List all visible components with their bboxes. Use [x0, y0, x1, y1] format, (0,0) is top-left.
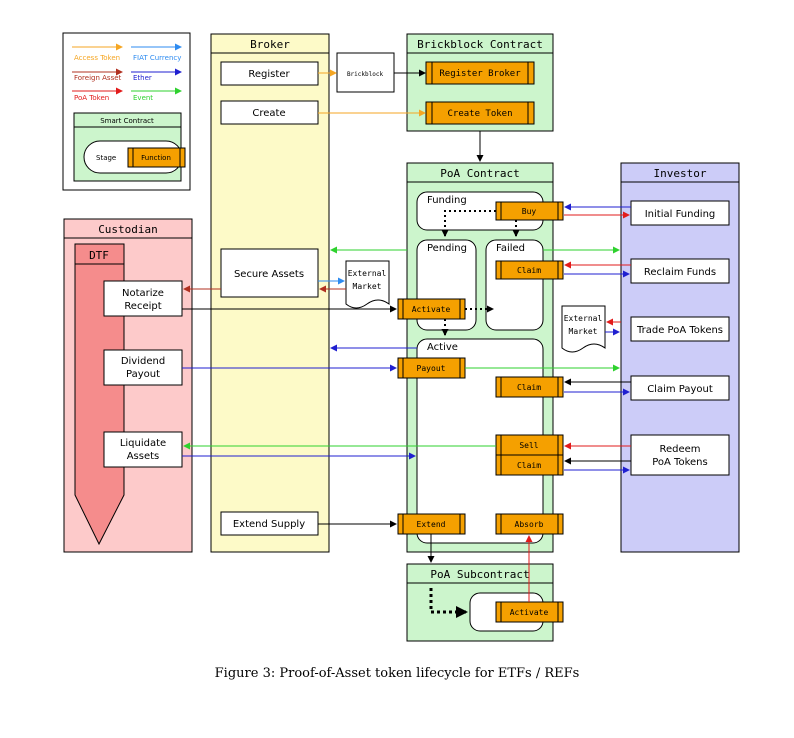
- trade-poa-label: Trade PoA Tokens: [636, 325, 723, 336]
- create-token-label: Create Token: [447, 109, 512, 119]
- custodian-title: Custodian: [98, 223, 158, 236]
- claim-active-label: Claim: [517, 383, 541, 392]
- legend: Access Token FIAT Currency Foreign Asset…: [62, 32, 191, 191]
- brickblock-contract: Brickblock Contract Register Broker Crea…: [406, 33, 554, 132]
- brickblock-title: Brickblock Contract: [417, 38, 543, 51]
- trade-poa-box: [630, 316, 730, 342]
- register-label: Register: [248, 69, 290, 80]
- claim-redeem-label: Claim: [517, 461, 541, 470]
- redeem-line2: PoA Tokens: [652, 457, 707, 468]
- absorb-function: Absorb: [495, 513, 564, 535]
- payout-label: Payout: [417, 364, 446, 373]
- claim-payout-label: Claim Payout: [647, 384, 713, 395]
- ext-market-right-2: Market: [569, 327, 598, 336]
- poa-subcontract: PoA Subcontract Activate: [406, 563, 564, 642]
- subcontract-title: PoA Subcontract: [430, 568, 529, 581]
- sub-activate-label: Activate: [510, 608, 549, 617]
- activate-function: Activate: [397, 298, 466, 320]
- secure-assets-label: Secure Assets: [234, 269, 304, 280]
- liquidate-assets-box: [103, 431, 183, 468]
- ext-market-right-1: External: [564, 314, 603, 323]
- failed-label: Failed: [496, 243, 525, 254]
- poa-title: PoA Contract: [440, 167, 519, 180]
- buy-function: Buy: [495, 201, 564, 221]
- legend-foreign-asset: Foreign Asset: [74, 74, 122, 82]
- ext-market-left-2: Market: [353, 282, 382, 291]
- broker-panel: Broker Register Create Secure Assets Ext…: [210, 33, 330, 553]
- liquidate-line2: Assets: [127, 451, 160, 462]
- payout-function: Payout: [397, 357, 466, 379]
- register-broker-function: [425, 61, 535, 85]
- legend-function: Function: [141, 154, 171, 162]
- claim-failed-label: Claim: [517, 266, 541, 275]
- legend-poa-token: PoA Token: [74, 94, 109, 102]
- initial-funding-box: [630, 200, 730, 226]
- investor-panel: Investor Initial Funding Reclaim Funds T…: [620, 162, 740, 553]
- active-label: Active: [427, 342, 458, 353]
- create-label: Create: [252, 108, 285, 119]
- notarize-line2: Receipt: [124, 301, 161, 312]
- reclaim-funds-label: Reclaim Funds: [644, 267, 716, 278]
- claim-failed-function: Claim: [495, 260, 564, 280]
- absorb-label: Absorb: [515, 520, 544, 529]
- external-market-left: External Market: [345, 260, 390, 309]
- custodian-panel: Custodian DTF Notarize Receipt Dividend …: [63, 218, 193, 553]
- sub-activate-function: Activate: [495, 601, 564, 623]
- dividend-line1: Dividend: [121, 356, 165, 367]
- notarize-line1: Notarize: [122, 288, 164, 299]
- legend-stage: Stage: [96, 154, 116, 162]
- secure-assets-box: [220, 248, 319, 298]
- create-token-function: [425, 101, 535, 125]
- legend-ether: Ether: [133, 74, 152, 82]
- ext-market-left-1: External: [348, 269, 387, 278]
- legend-smart-contract: Smart Contract: [100, 117, 154, 125]
- figure-caption: Figure 3: Proof-of-Asset token lifecycle…: [215, 666, 580, 681]
- initial-funding-label: Initial Funding: [645, 209, 716, 220]
- dividend-line2: Payout: [126, 369, 160, 380]
- redeem-box: [630, 434, 730, 476]
- reclaim-funds-box: [630, 258, 730, 284]
- buy-label: Buy: [522, 207, 537, 216]
- claim-payout-box: [630, 375, 730, 401]
- funding-label: Funding: [427, 195, 467, 206]
- register-broker-label: Register Broker: [439, 69, 521, 79]
- extend-supply-label: Extend Supply: [233, 519, 305, 530]
- broker-title: Broker: [250, 38, 290, 51]
- activate-label: Activate: [412, 305, 451, 314]
- sell-function: Sell: [495, 434, 564, 456]
- legend-event: Event: [133, 94, 153, 102]
- poa-contract: PoA Contract Funding Pending Failed Acti…: [397, 162, 564, 553]
- claim-redeem-function: Claim: [495, 454, 564, 476]
- dtf-label: DTF: [89, 249, 109, 262]
- extend-label: Extend: [417, 520, 446, 529]
- liquidate-line1: Liquidate: [120, 438, 166, 449]
- legend-fiat-currency: FIAT Currency: [133, 54, 181, 62]
- redeem-line1: Redeem: [659, 444, 700, 455]
- brickblock-box-label: Brickblock: [347, 71, 384, 78]
- extend-function: Extend: [397, 513, 466, 535]
- claim-active-function: Claim: [495, 376, 564, 398]
- connector-arrows: [182, 69, 631, 602]
- external-market-right: External Market: [561, 305, 606, 353]
- sell-label: Sell: [519, 441, 538, 450]
- brickblock-box: [336, 52, 395, 93]
- legend-access-token: Access Token: [74, 54, 120, 62]
- notarize-receipt-box: [103, 280, 183, 317]
- investor-title: Investor: [654, 167, 707, 180]
- pending-label: Pending: [427, 243, 467, 254]
